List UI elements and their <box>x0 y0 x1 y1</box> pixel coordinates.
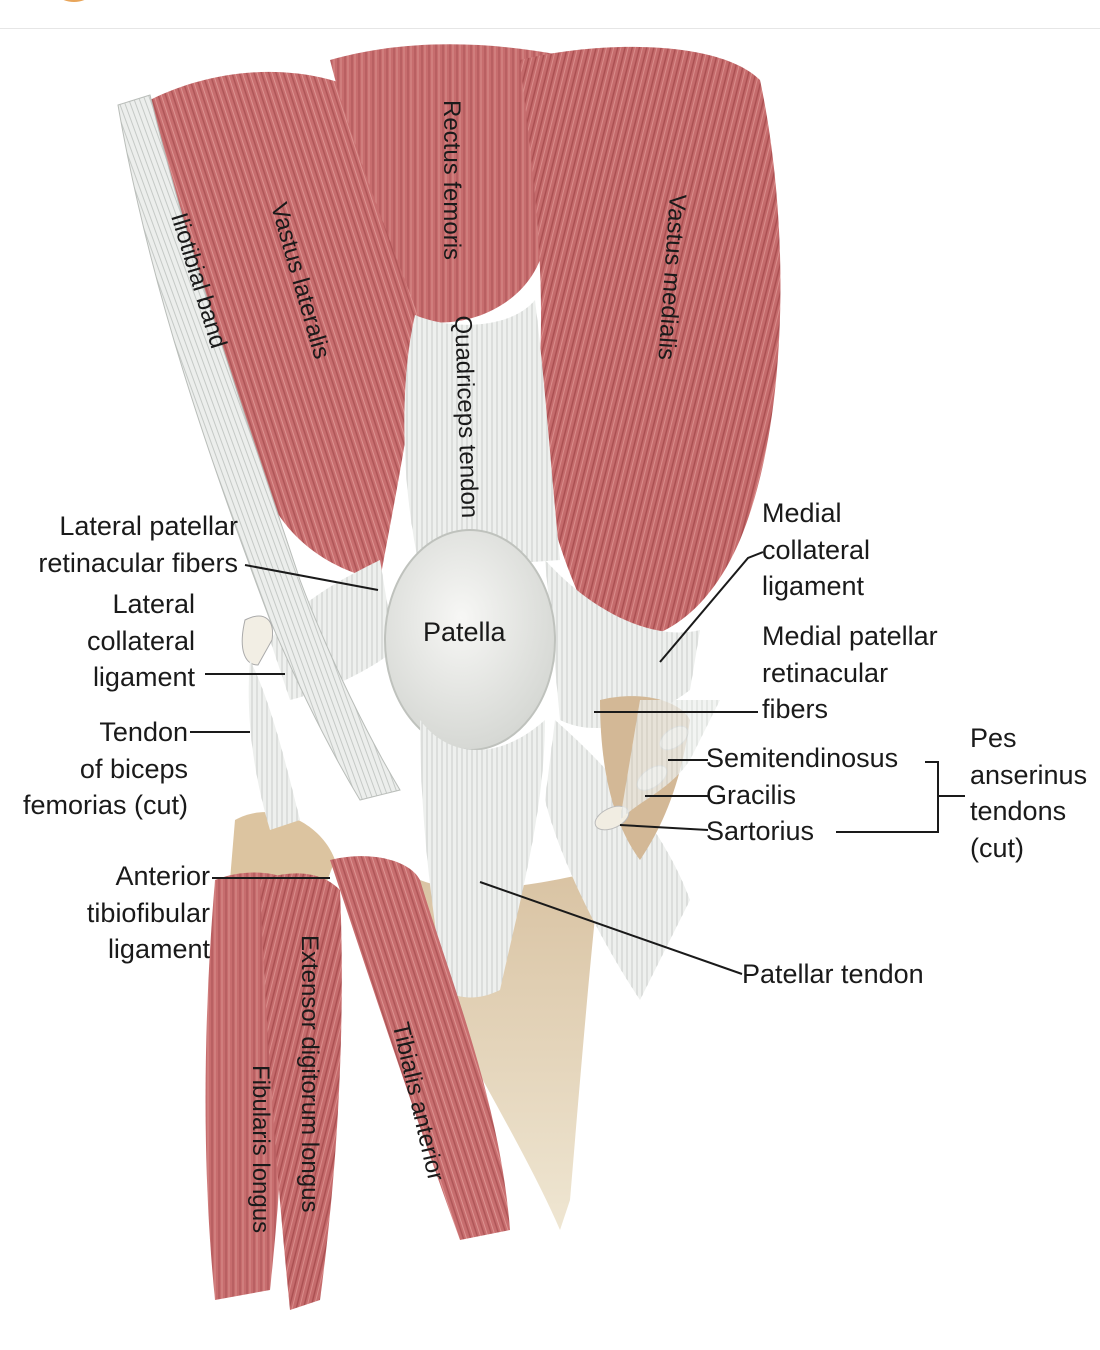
label-patella: Patella <box>423 617 506 647</box>
label-fibularis-longus: Fibularis longus <box>247 1065 274 1234</box>
label-tendon-of-biceps-femoris: Tendon of biceps femorias (cut) <box>22 717 188 820</box>
label-patellar-tendon: Patellar tendon <box>742 959 924 989</box>
label-gracilis: Gracilis <box>706 780 797 810</box>
label-extensor-digitorum-longus: Extensor digitorum longus <box>296 935 323 1213</box>
label-rectus-femoris: Rectus femoris <box>438 100 465 261</box>
label-lateral-patellar-retinacular-fibers: Lateral patellar retinacular fibers <box>38 511 238 578</box>
label-semitendinosus: Semitendinosus <box>706 743 899 773</box>
label-sartorius: Sartorius <box>706 816 815 846</box>
label-lateral-collateral-ligament: Lateral collateral ligament <box>86 589 195 692</box>
top-bar <box>0 0 1100 29</box>
label-pes-anserinus-tendons: Pes anserinus tendons (cut) <box>970 723 1088 863</box>
label-medial-collateral-ligament: Medial collateral ligament <box>762 498 871 601</box>
label-medial-patellar-retinacular-fibers: Medial patellar retinacular fibers <box>762 621 938 724</box>
label-anterior-tibiofibular-ligament: Anterior tibiofibular ligament <box>86 861 210 964</box>
